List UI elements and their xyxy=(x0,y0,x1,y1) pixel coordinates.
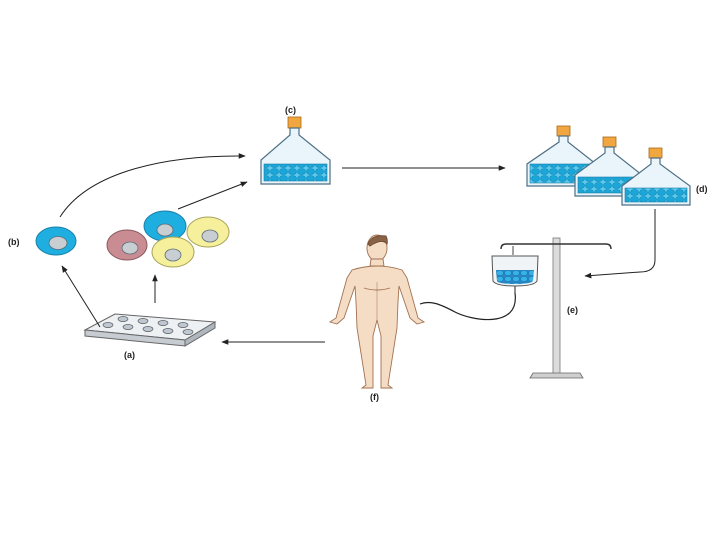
cell-cluster xyxy=(107,211,229,267)
culture-flask-icon xyxy=(261,117,330,184)
arrow-icon xyxy=(62,266,100,327)
iv-bag-icon xyxy=(492,246,538,293)
cell-icon xyxy=(187,217,229,247)
label-e: (e) xyxy=(567,305,578,315)
label-d: (d) xyxy=(696,184,708,194)
cell-icon xyxy=(144,211,186,241)
patient-figure-icon xyxy=(330,235,424,388)
iv-setup: (e) xyxy=(420,238,611,378)
arrow-icon xyxy=(585,209,655,276)
label-b: (b) xyxy=(8,237,20,247)
arrow-icon xyxy=(178,182,247,209)
isolated-cell: (b) xyxy=(8,227,76,255)
well-plate-icon xyxy=(85,314,215,346)
label-a: (a) xyxy=(124,350,135,360)
cell-icon xyxy=(36,227,76,255)
iv-tube xyxy=(420,293,515,320)
culture-flasks-d: (d) xyxy=(527,126,708,205)
well-plate: (a) xyxy=(85,314,215,360)
cell-icon xyxy=(152,237,194,267)
patient: (f) xyxy=(330,235,424,402)
label-f: (f) xyxy=(370,392,379,402)
culture-flask-c: (c) xyxy=(261,105,330,184)
label-c: (c) xyxy=(285,105,296,115)
cell-icon xyxy=(107,230,147,260)
arrow-icon xyxy=(60,156,245,217)
